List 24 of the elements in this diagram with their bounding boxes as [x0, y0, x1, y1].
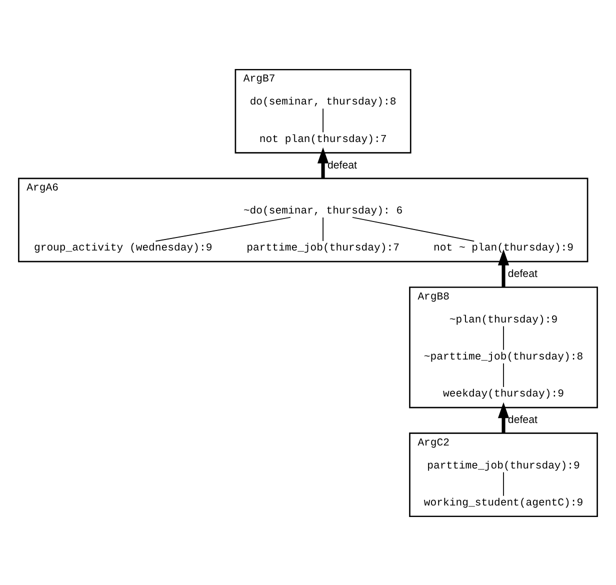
edge-label: defeat [508, 268, 538, 280]
connector [322, 108, 324, 132]
connector [503, 362, 504, 387]
node-text: ~parttime_job(thursday):8 [424, 350, 584, 363]
node-text: ~plan(thursday):9 [449, 314, 558, 326]
connector [322, 216, 324, 241]
connector [352, 216, 475, 242]
connector [155, 216, 291, 242]
node-text: ~do(seminar, thursday): 6 [243, 204, 403, 217]
node-text: not ~ plan(thursday):9 [433, 242, 574, 254]
arrow [498, 248, 510, 287]
node-text: working_student(agentC):9 [424, 496, 584, 509]
node-text: parttime_job(thursday):9 [427, 460, 580, 472]
node-text: group_activity (wednesday):9 [34, 242, 212, 254]
node-text: not plan(thursday):7 [259, 133, 387, 146]
arrow [317, 146, 329, 178]
edge-label: defeat [327, 158, 357, 171]
edge-label: defeat [508, 414, 538, 426]
node-text: do(seminar, thursday):8 [250, 96, 396, 108]
connector [503, 325, 504, 350]
node-text: weekday(thursday):9 [443, 388, 564, 400]
connector [503, 471, 504, 496]
arrow [498, 402, 510, 433]
node-text: parttime_job(thursday):7 [246, 242, 400, 254]
